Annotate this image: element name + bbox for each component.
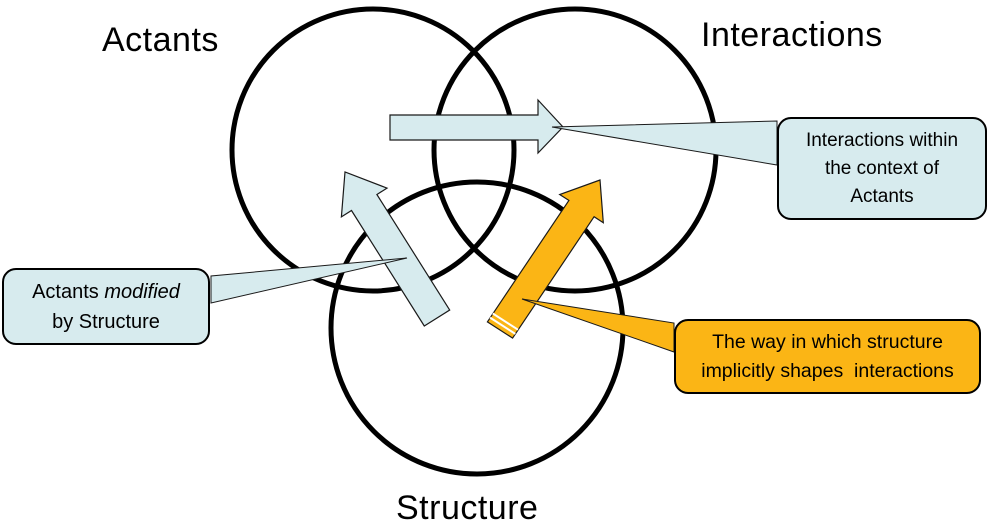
- callout-text-line: by Structure: [52, 310, 160, 333]
- label-interactions: Interactions: [701, 16, 883, 54]
- callout-structure-shapes: The way in which structure implicitly sh…: [674, 319, 981, 394]
- callout-text-italic: modified: [104, 280, 180, 303]
- orange-arrow-tail-stripe: [492, 312, 519, 331]
- callout-text-line: The way in which structure: [712, 330, 943, 353]
- arrow-structure-to-interactions: [486, 179, 604, 339]
- interactions-circle: [431, 6, 719, 294]
- callout-tail-interactions-within: [551, 120, 778, 166]
- label-structure: Structure: [396, 489, 539, 526]
- callout-text-line: the context of: [824, 157, 940, 179]
- arrow-structure-to-actants: [340, 171, 451, 327]
- label-actants: Actants: [102, 21, 219, 59]
- callout-text-line: implicitly shapes interactions: [701, 359, 954, 382]
- orange-arrow-tail-stripe: [489, 316, 516, 335]
- callout-text-plain: Actants: [32, 280, 105, 303]
- callout-tail-structure-shapes: [521, 298, 675, 353]
- callout-tail-actants-modified: [210, 257, 408, 304]
- callout-interactions-within: Interactions within the context of Actan…: [777, 117, 987, 220]
- callout-actants-modified: Actants modified by Structure: [2, 268, 210, 345]
- callout-text-line: Interactions within: [805, 129, 959, 151]
- callout-text-line: Actants modified: [32, 277, 180, 307]
- callout-text-line: Actants: [850, 185, 914, 207]
- arrow-actants-to-interactions: [389, 98, 564, 155]
- actants-circle: [229, 6, 517, 294]
